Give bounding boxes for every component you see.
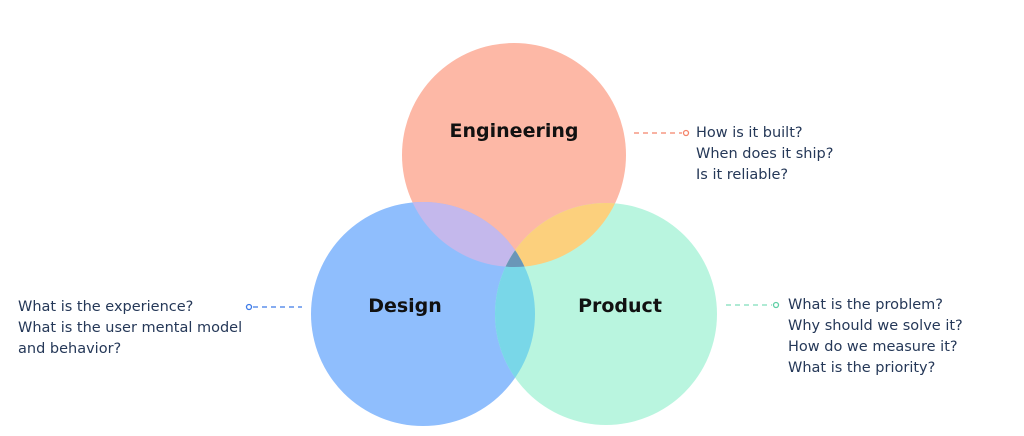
question: What is the experience? <box>18 299 194 315</box>
eng-product-overlap <box>495 203 626 267</box>
product-connector <box>726 301 780 309</box>
design-questions: What is the experience? What is the user… <box>18 297 242 360</box>
engineering-label: Engineering <box>449 120 579 142</box>
question: Why should we solve it? <box>788 318 963 334</box>
engineering-connector <box>634 129 690 137</box>
question: What is the priority? <box>788 360 936 376</box>
question: What is the problem? <box>788 297 943 313</box>
product-questions: What is the problem? Why should we solve… <box>788 295 963 379</box>
question: Is it reliable? <box>696 167 789 183</box>
question: How is it built? <box>696 125 803 141</box>
question: and behavior? <box>18 341 122 357</box>
product-label: Product <box>578 295 662 317</box>
question: When does it ship? <box>696 146 834 162</box>
eng-design-overlap <box>402 202 535 267</box>
question: What is the user mental model <box>18 320 243 336</box>
question: How do we measure it? <box>788 339 958 355</box>
design-connector <box>245 303 302 311</box>
design-label: Design <box>368 295 442 317</box>
engineering-questions: How is it built? When does it ship? Is i… <box>696 123 833 186</box>
